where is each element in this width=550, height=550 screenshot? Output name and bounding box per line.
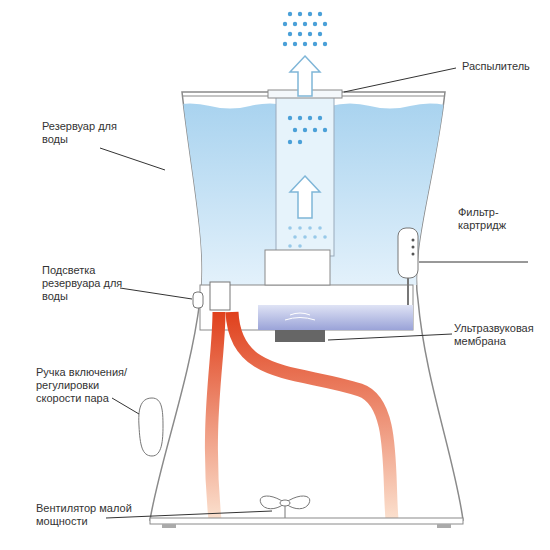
control-knob (139, 398, 163, 456)
base-plate (150, 518, 463, 524)
backlight (193, 292, 203, 308)
part-label: Ручка включения/ регулировки скорости па… (36, 366, 132, 405)
air-flow (232, 312, 392, 520)
filter-cartridge (398, 228, 418, 278)
part-label: Резервуар для воды (42, 120, 122, 146)
column-arrow (290, 176, 320, 218)
part-label: Фильтр-картридж (458, 206, 538, 232)
spray-column (276, 96, 334, 256)
air-flow (211, 312, 219, 520)
part-label: Вентилятор малой мощности (36, 502, 132, 528)
fan (260, 496, 310, 518)
housing (150, 92, 463, 520)
leader-lines (100, 68, 528, 518)
part-label: Распылитель (462, 60, 544, 73)
part-label: Ультразвуковая мембрана (454, 322, 546, 348)
ultrasonic-membrane (275, 330, 325, 342)
mist-arrow (290, 56, 320, 96)
column-base (265, 250, 330, 285)
part-label: Подсветка резервуара для воды (42, 264, 150, 303)
